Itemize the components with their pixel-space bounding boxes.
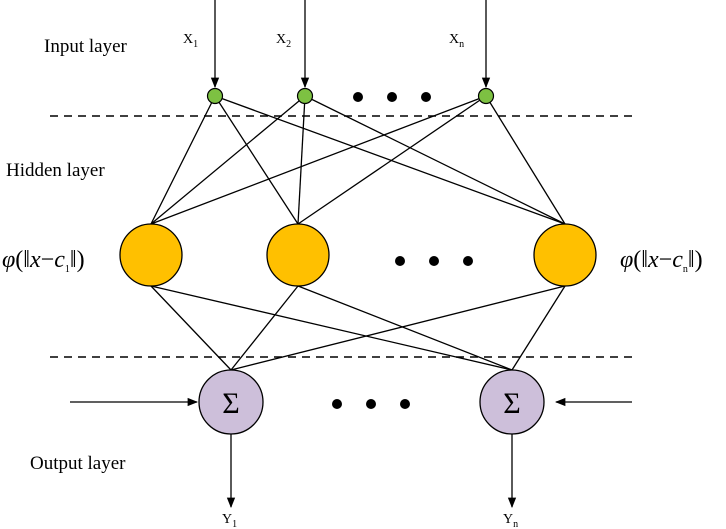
- input-label-xn: Xn: [449, 32, 464, 50]
- sum-symbol-n: Σ: [503, 387, 520, 420]
- hidden-node-n: [533, 223, 597, 287]
- rbf-formula-right: φ(‖x−cn‖): [620, 247, 703, 275]
- input-node-x1: [206, 87, 224, 105]
- sum-symbol-1: Σ: [222, 387, 239, 420]
- hidden-node-2: [266, 223, 330, 287]
- output-ellipsis: [332, 399, 410, 409]
- input-node-x2: [296, 87, 314, 105]
- input-hidden-connections: [150, 95, 566, 225]
- input-node-xn: [477, 87, 495, 105]
- input-layer-label: Input layer: [44, 36, 128, 57]
- hidden-node-1: [119, 223, 183, 287]
- output-layer-label: Output layer: [30, 453, 126, 474]
- hidden-output-connections: [150, 285, 566, 371]
- output-label-yn: Yn: [503, 512, 518, 529]
- output-label-y1: Y1: [222, 512, 237, 529]
- input-label-x1: X1: [183, 32, 198, 50]
- hidden-layer-label: Hidden layer: [6, 160, 105, 181]
- rbf-formula-left: φ(‖x−c1‖): [2, 247, 85, 275]
- input-label-x2: X2: [276, 32, 291, 50]
- hidden-ellipsis: [395, 256, 473, 266]
- input-ellipsis: [353, 92, 431, 102]
